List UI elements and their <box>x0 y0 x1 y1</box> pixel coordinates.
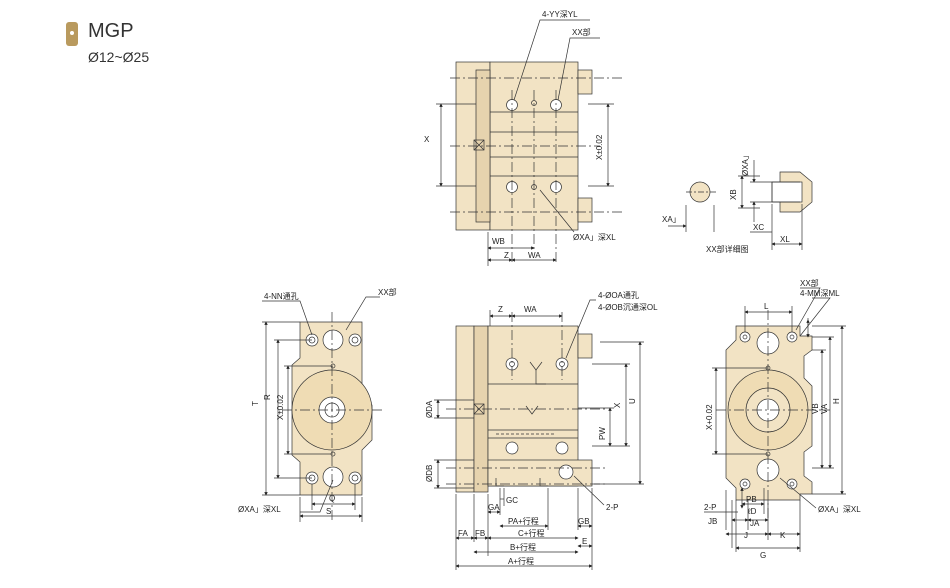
front-fa-label: FA <box>458 529 468 538</box>
top-xx-label: XX部 <box>572 27 591 37</box>
front-a-label: A+行程 <box>508 556 534 566</box>
right-j-label: J <box>744 531 748 540</box>
right-view <box>704 287 846 552</box>
front-holes1-label: 4-ØOA通孔 <box>598 290 639 300</box>
detail-xa-label: ØXA」 <box>741 151 750 176</box>
right-mm-label: 4-MM深ML <box>800 289 840 298</box>
right-l-label: L <box>764 302 769 311</box>
front-pw-label: PW <box>598 427 607 440</box>
front-da-label: ØDA <box>425 400 434 418</box>
detail-caption: XX部详细图 <box>706 244 749 254</box>
left-view <box>262 296 384 522</box>
left-q-label: Q <box>329 494 335 503</box>
detail-xb-label: XB <box>729 189 738 200</box>
front-ga-label: GA <box>488 503 500 512</box>
left-bottom-label: ØXA」深XL <box>238 505 281 514</box>
front-fb-label: FB <box>475 529 485 538</box>
right-p-label: 2-P <box>704 503 716 512</box>
left-holes-label: 4-NN通孔 <box>264 291 299 301</box>
top-x-tol-label: X±0.02 <box>595 134 604 160</box>
left-s-label: S <box>326 507 331 516</box>
front-c-label: C+行程 <box>518 528 544 538</box>
top-wa-label: WA <box>528 251 541 260</box>
top-holes-label: 4-YY深YL <box>542 10 578 19</box>
labels: 4-YY深YL XX部 X X±0.02 ØXA」深XL WB Z WA ØXA… <box>238 10 861 566</box>
front-wa-label: WA <box>524 305 537 314</box>
top-bottom-hole-label: ØXA」深XL <box>573 233 616 242</box>
detail-view <box>668 160 813 250</box>
top-view <box>436 19 622 266</box>
top-x-label: X <box>424 135 430 144</box>
left-xx-label: XX部 <box>378 287 397 297</box>
front-u-label: U <box>628 398 637 404</box>
front-db-label: ØDB <box>425 465 434 482</box>
front-holes2-label: 4-ØOB沉通深OL <box>598 302 658 312</box>
front-z-label: Z <box>498 305 503 314</box>
top-wb-label: WB <box>492 237 505 246</box>
detail-xa-small-label: XA」 <box>662 215 681 224</box>
top-z-label: Z <box>504 251 509 260</box>
right-jb-label: JB <box>708 517 717 526</box>
right-xx-label: XX部 <box>800 278 819 288</box>
front-b-label: B+行程 <box>510 542 536 552</box>
left-r-label: R <box>263 394 272 400</box>
front-e-label: E <box>582 537 587 546</box>
model-title: MGP <box>88 20 134 42</box>
right-vb-label: VB <box>811 403 820 414</box>
right-xtol-label: X+0.02 <box>705 404 714 430</box>
front-p-label: 2-P <box>606 503 618 512</box>
front-view <box>434 299 644 570</box>
left-xtol-label: X±0.02 <box>276 394 285 420</box>
right-bottom-label: ØXA」深XL <box>818 505 861 514</box>
front-x-label: X <box>613 402 622 408</box>
bore-range: Ø12~Ø25 <box>88 49 150 65</box>
right-k-label: K <box>780 531 786 540</box>
left-t-label: T <box>251 401 260 406</box>
right-h-label: H <box>832 398 841 404</box>
right-g-label: G <box>760 551 766 560</box>
right-pb-label: PB <box>746 495 757 504</box>
bullet-icon <box>66 22 78 46</box>
front-gc-label: GC <box>506 496 518 505</box>
front-gb-label: GB <box>578 517 590 526</box>
detail-xl-label: XL <box>780 235 790 244</box>
front-pa-label: PA+行程 <box>508 516 539 526</box>
right-va-label: VA <box>820 403 829 414</box>
right-d-label: ℓD <box>747 507 757 516</box>
right-ja-label: JA <box>750 519 760 528</box>
detail-xc-label: XC <box>753 223 764 232</box>
